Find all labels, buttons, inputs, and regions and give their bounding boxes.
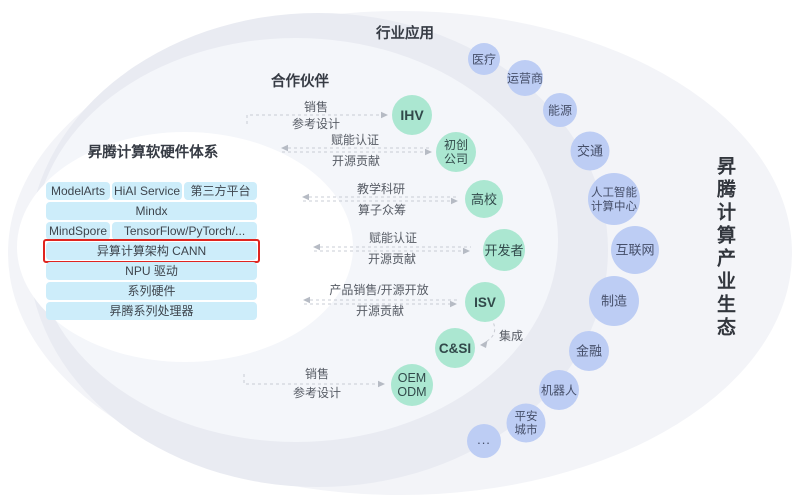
partner-label-university: 高校: [471, 192, 497, 207]
isv-arrowhead-left: [303, 296, 310, 304]
startup-arrow-label-bottom: 开源贡献: [332, 153, 380, 168]
stack-label-third-party: 第三方平台: [190, 183, 250, 198]
industry-circle-safe-city: [506, 403, 546, 443]
startup-arrowhead-right: [425, 148, 432, 156]
stack-box-cann: [46, 242, 257, 260]
stack-label-hiai-service: HiAI Service: [114, 184, 180, 198]
industry-label-healthcare: 医疗: [472, 53, 496, 67]
stack-title: 昇腾计算软硬件体系: [88, 143, 219, 161]
industry-circle-robotics: [539, 370, 579, 410]
stack-label-series-hardware: 系列硬件: [127, 284, 175, 298]
industry-circle-carrier: [507, 60, 543, 96]
ecosystem-vertical-title: 昇腾计算产业生态: [714, 156, 735, 340]
partner-label-oem: OEM: [398, 371, 426, 385]
industry-circle-manufacturing: [589, 276, 639, 326]
university-arrow-label-bottom: 算子众筹: [358, 202, 406, 217]
industry-circle-energy: [543, 93, 577, 127]
integration-arrow-label: 集成: [499, 328, 523, 343]
industry-label-aicc-line2: 计算中心: [591, 199, 637, 213]
stack-label-mindx: Mindx: [135, 204, 167, 218]
isv-arrow-label-bottom: 开源贡献: [356, 303, 404, 318]
partner-circle-startup: [436, 132, 476, 172]
oem-arrow-label-top: 销售: [305, 366, 329, 381]
stack-box-modelarts: [46, 182, 110, 200]
industry-label-manufacturing: 制造: [601, 294, 627, 309]
partner-label-isv: ISV: [474, 295, 496, 310]
industry-label-carrier: 运营商: [507, 71, 543, 86]
partner-label-ihv: IHV: [400, 107, 424, 123]
industry-label-energy: 能源: [548, 104, 572, 118]
stack-label-frameworks: TensorFlow/PyTorch/...: [124, 224, 245, 238]
stack-panel: 昇腾计算软硬件体系 ModelArts HiAI Service 第三方平台 M…: [43, 143, 260, 320]
industry-circle-finance: [569, 331, 609, 371]
partners-region-label: 合作伙伴: [270, 72, 329, 90]
stack-box-series-hardware: [46, 282, 257, 300]
stack-box-third-party: [184, 182, 257, 200]
industry-label-robotics: 机器人: [541, 384, 577, 398]
stack-label-mindspore: MindSpore: [49, 224, 107, 238]
partner-label-developer: 开发者: [484, 243, 523, 258]
startup-arrowhead-left: [281, 144, 288, 152]
university-arrowhead-left: [302, 193, 309, 201]
industry-label-safecity-line1: 平安: [515, 409, 538, 423]
isv-arrowhead-right: [450, 300, 457, 308]
partner-label-startup-line1: 初创: [444, 138, 468, 152]
partner-label-odm: ODM: [397, 385, 426, 399]
stack-label-cann: 异算计算架构 CANN: [97, 243, 206, 258]
partner-circle-isv: [465, 282, 505, 322]
ihv-arrow-label-bottom: 参考设计: [292, 116, 340, 131]
partner-label-startup-line2: 公司: [444, 152, 468, 166]
stack-label-processors: 昇腾系列处理器: [109, 303, 193, 318]
developer-arrow-label-top: 赋能认证: [369, 231, 417, 245]
integration-arrowhead: [480, 340, 488, 348]
industry-label-safecity-line2: 城市: [515, 423, 538, 437]
partner-circle-university: [465, 180, 503, 218]
isv-arrow-label-top: 产品销售/开源开放: [329, 282, 428, 297]
ihv-arrowhead-right: [381, 111, 388, 119]
oem-arrow-label-bottom: 参考设计: [293, 385, 341, 400]
startup-arrow-label-top: 赋能认证: [331, 133, 379, 147]
industry-label-internet: 互联网: [615, 243, 654, 258]
developer-arrow-label-bottom: 开源贡献: [368, 251, 416, 266]
partner-circle-ihv: [392, 95, 432, 135]
university-arrow-label-top: 教学科研: [357, 181, 405, 196]
industry-label-finance: 金融: [576, 344, 602, 359]
stack-box-hiai-service: [112, 182, 182, 200]
developer-arrowhead-left: [313, 243, 320, 251]
partner-circle-developer: [483, 229, 525, 271]
industry-circle-transport: [570, 131, 610, 171]
industry-region-label: 行业应用: [375, 24, 434, 42]
stack-box-frameworks: [112, 222, 257, 240]
university-arrowhead-right: [451, 197, 458, 205]
stack-box-mindx: [46, 202, 257, 220]
partner-circle-csi: [435, 328, 475, 368]
stack-box-npu-driver: [46, 262, 257, 280]
stack-box-mindspore: [46, 222, 110, 240]
industry-label-aicc-line1: 人工智能: [591, 185, 637, 199]
oem-arrowhead-right: [378, 380, 385, 388]
developer-arrowhead-right: [463, 247, 470, 255]
industry-circle-internet: [611, 226, 659, 274]
partner-circle-oem-odm: [391, 364, 433, 406]
partner-circles: IHV 初创 公司 高校 开发者 ISV C&SI OEM ODM: [391, 95, 525, 406]
stack-box-processors: [46, 302, 257, 320]
ihv-arrow-line: [246, 114, 382, 124]
industry-circle-more: [467, 424, 501, 458]
industry-circle-healthcare: [468, 43, 500, 75]
partner-label-csi: C&SI: [439, 341, 471, 356]
ihv-arrow-label-top: 销售: [304, 99, 328, 114]
industry-label-more: ...: [477, 432, 491, 447]
stack-label-npu-driver: NPU 驱动: [125, 264, 178, 278]
industry-circles: 医疗 运营商 能源 交通 人工智能 计算中心 互联网 制造 金融 机器人 平安 …: [467, 43, 659, 458]
industry-label-transport: 交通: [577, 144, 603, 159]
industry-circle-ai-computing-center: [588, 173, 640, 225]
relation-arrows: 销售 参考设计 赋能认证 开源贡献 教学科研 算子众筹 赋能认证 开源贡献: [243, 99, 523, 400]
stack-label-modelarts: ModelArts: [51, 184, 105, 198]
